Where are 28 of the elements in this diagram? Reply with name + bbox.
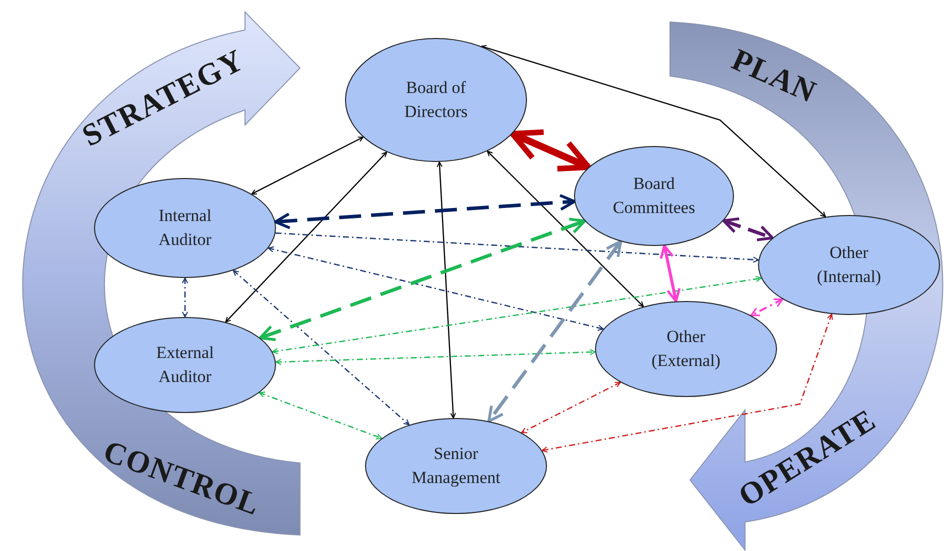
connector-arrow (487, 240, 622, 423)
connector-arrow (258, 392, 382, 440)
node-label: External Auditor (155, 342, 215, 388)
connector-arrow (275, 348, 596, 366)
connector-arrow (486, 150, 644, 308)
node-label: Other (External) (650, 326, 722, 372)
node-label: Other (Internal) (816, 242, 882, 288)
connector-arrow (436, 161, 456, 418)
connector-arrow (520, 382, 622, 434)
connector-arrow (750, 298, 784, 316)
connector-arrow (481, 44, 826, 218)
node-label: Board of Directors (403, 77, 469, 123)
connector-arrow (232, 270, 410, 426)
node-label: Board Committees (612, 173, 696, 219)
connector-arrow (542, 314, 833, 453)
connector-arrow (251, 136, 364, 195)
connector-arrow (258, 218, 586, 342)
node-label: Internal Auditor (158, 205, 212, 251)
connector-arrow (276, 232, 759, 263)
connector-arrow (722, 217, 774, 242)
connector-arrow (660, 244, 681, 302)
connector-arrow (182, 277, 188, 318)
node-label: Senior Management (410, 443, 502, 489)
connector-arrow (510, 129, 592, 172)
connector-arrow (272, 276, 762, 354)
connector-arrow (268, 246, 604, 331)
connector-arrow (274, 194, 576, 230)
connector-arrow (225, 152, 388, 323)
